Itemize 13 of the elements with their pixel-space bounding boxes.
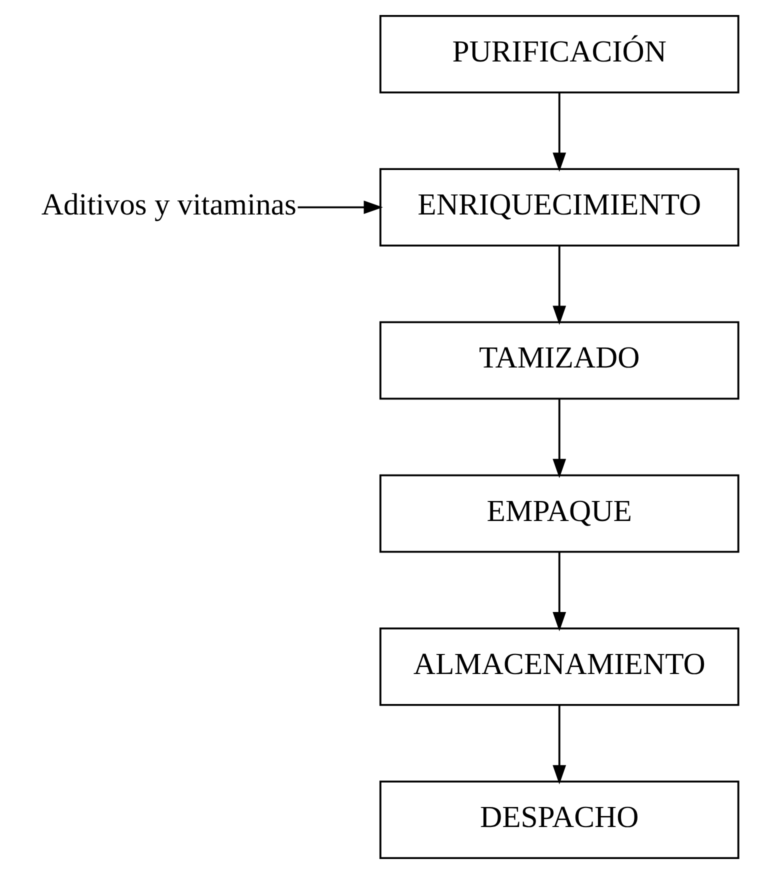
arrow <box>552 93 566 172</box>
node-box: DESPACHO <box>379 780 740 860</box>
arrow <box>552 552 566 632</box>
node-box: TAMIZADO <box>379 321 740 400</box>
node-box: EMPAQUE <box>379 474 740 553</box>
arrow <box>298 200 383 214</box>
arrow <box>552 399 566 478</box>
node-box: ENRIQUECIMIENTO <box>379 168 740 247</box>
node-box: PURIFICACIÓN <box>379 14 740 94</box>
arrow <box>552 706 566 784</box>
arrow <box>552 246 566 325</box>
node-text: Aditivos y vitaminas <box>41 188 296 222</box>
node-box: ALMACENAMIENTO <box>379 627 740 706</box>
